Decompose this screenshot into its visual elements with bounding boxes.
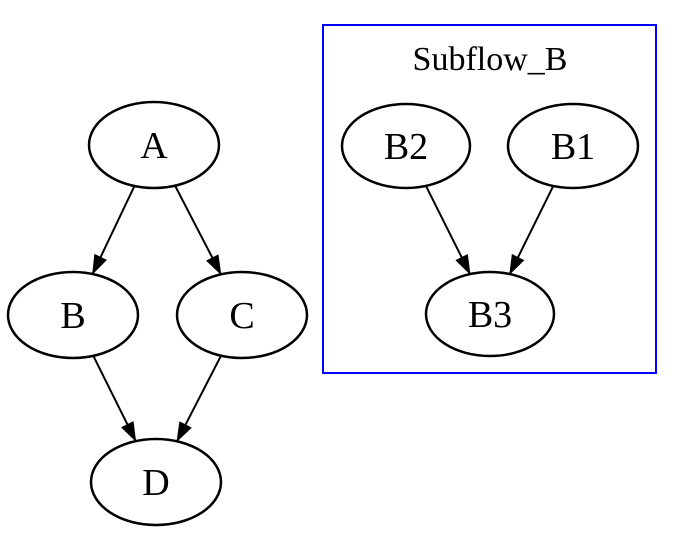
edge-C-D — [176, 355, 222, 443]
edge-B1-B3 — [508, 185, 555, 275]
node-B2: B2 — [340, 102, 472, 190]
node-C: C — [175, 270, 309, 360]
node-D: D — [89, 437, 223, 527]
node-B1-label: B1 — [551, 126, 595, 168]
node-B1: B1 — [506, 102, 640, 190]
node-A-label: A — [140, 125, 168, 167]
node-A: A — [87, 100, 221, 190]
cluster-subflow-b-border — [322, 24, 657, 374]
node-A-ellipse — [87, 100, 221, 190]
edge-B-D — [92, 355, 137, 443]
node-B1-ellipse — [506, 102, 640, 190]
node-B3-ellipse — [424, 270, 556, 358]
node-B3: B3 — [424, 270, 556, 358]
node-B: B — [6, 270, 140, 360]
edge-layer — [91, 185, 555, 443]
node-B2-ellipse — [340, 102, 472, 190]
node-B2-label: B2 — [384, 126, 428, 168]
node-D-ellipse — [89, 437, 223, 527]
node-C-ellipse — [175, 270, 309, 360]
edge-A-B — [91, 185, 136, 275]
edge-A-C — [174, 185, 222, 276]
node-C-label: C — [229, 295, 254, 337]
node-D-label: D — [142, 462, 169, 504]
cluster-subflow-b-label: Subflow_B — [413, 41, 568, 78]
node-B-ellipse — [6, 270, 140, 360]
node-B3-label: B3 — [468, 294, 512, 336]
node-B-label: B — [60, 295, 85, 337]
edge-B2-B3 — [425, 185, 471, 275]
